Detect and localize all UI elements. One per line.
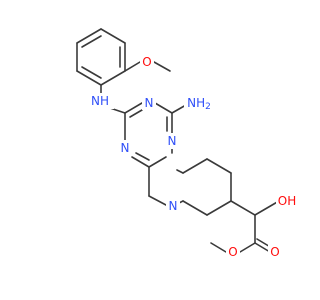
bond (206, 200, 232, 216)
hydroxyl-label: OH (278, 194, 296, 208)
triazine-n-left-label: N (121, 141, 130, 155)
triazine-n-top-label: N (145, 96, 154, 110)
bond (129, 109, 143, 118)
bond (124, 61, 141, 72)
bond (124, 102, 143, 114)
molecule-structure: O NH N NH2 N N N OH O O (76, 28, 298, 260)
bond (176, 169, 184, 174)
bond (254, 242, 271, 253)
carbonyl-oxygen-label: O (270, 245, 279, 259)
bond (81, 66, 102, 79)
bond (154, 102, 173, 114)
triazine-n-right-label: N (168, 134, 177, 148)
bond (182, 158, 208, 174)
bond (148, 195, 167, 206)
bond (148, 156, 167, 168)
bond (171, 104, 187, 114)
bond (131, 156, 150, 168)
bond (239, 242, 256, 253)
nh-linker-label: NH (91, 94, 109, 108)
bond (206, 158, 232, 174)
bond (153, 61, 171, 72)
molecule-canvas: O NH N NH2 N N N OH O O (76, 28, 298, 260)
ester-oxygen-label: O (228, 245, 237, 259)
piperidine-n-label: N (169, 199, 178, 213)
bond (135, 152, 150, 161)
methoxy-oxygen-label: O (142, 55, 151, 69)
bond (100, 28, 126, 44)
bond (230, 200, 256, 216)
amino-label: NH2 (187, 96, 211, 112)
bond (76, 28, 102, 44)
bond (81, 35, 102, 48)
atom-labels: O NH N NH2 N N N OH O O (88, 54, 298, 260)
bond (76, 70, 102, 86)
bond (254, 200, 280, 216)
bond (100, 70, 126, 86)
bond (182, 200, 208, 216)
bond (210, 242, 227, 253)
